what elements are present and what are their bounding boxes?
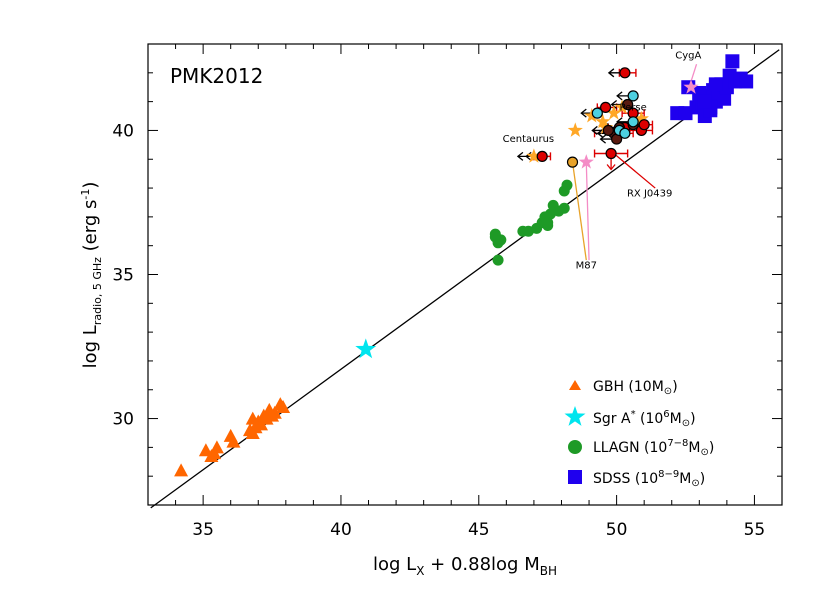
point-star — [355, 338, 377, 359]
point-circle — [522, 225, 534, 237]
annotation-label: M87 — [576, 261, 597, 272]
x-tick-label: 45 — [468, 520, 490, 540]
point-triangle — [245, 425, 260, 439]
callout-line — [571, 162, 587, 261]
legend-label-sgra: Sgr A* (106M⊙) — [593, 409, 696, 429]
point-circle — [605, 147, 617, 160]
point-circle — [544, 208, 556, 220]
y-tick-label: 30 — [112, 410, 134, 430]
legend-marker-star — [564, 406, 586, 426]
point-star — [595, 113, 611, 129]
x-tick-label: 40 — [330, 520, 352, 540]
limit-arrow-head — [616, 91, 623, 101]
x-axis-title-sub2: BH — [540, 564, 557, 578]
limit-arrow-head — [607, 68, 615, 78]
point-star — [567, 122, 583, 137]
y-axis-title-main: log L — [80, 325, 101, 368]
x-tick-label: 55 — [744, 520, 766, 540]
legend-marker-triangle — [569, 380, 581, 390]
point-circle — [638, 119, 650, 131]
point-circle — [591, 107, 603, 119]
x-axis-title-main: log L — [373, 554, 416, 575]
point-circle — [495, 234, 507, 246]
limit-arrow-head — [610, 99, 618, 110]
point-star — [633, 110, 649, 126]
point-square — [739, 74, 754, 89]
x-axis-title: log LX + 0.88log MBH — [373, 554, 557, 578]
x-tick-label: 35 — [192, 520, 214, 540]
point-star — [683, 79, 699, 94]
legend-label-sdss: SDSS (108−9M⊙) — [593, 469, 705, 489]
point-circle — [558, 202, 570, 214]
limit-arrow-head — [591, 125, 598, 135]
point-star — [526, 148, 542, 163]
x-tick-label: 50 — [606, 520, 628, 540]
y-axis-title-sub: radio, 5 GHz — [91, 257, 104, 325]
point-star — [584, 108, 600, 123]
point-circle — [542, 217, 554, 229]
annotation-label: CygA — [675, 50, 701, 61]
point-triangle — [276, 400, 291, 414]
chart-title: PMK2012 — [170, 64, 263, 88]
callout-lines — [571, 63, 698, 261]
axis-ticks: 35 40 45 50 55 30 35 40 — [112, 43, 783, 540]
data-points — [174, 54, 754, 477]
point-circle — [536, 150, 548, 162]
point-circle — [627, 116, 639, 128]
point-triangle — [226, 434, 241, 448]
point-star — [614, 99, 630, 114]
limit-arrow-head — [599, 134, 607, 144]
point-square — [717, 91, 732, 106]
point-star — [606, 105, 622, 120]
point-triangle — [265, 408, 280, 422]
y-axis-title-end: ) — [80, 182, 101, 189]
callout-line — [585, 162, 590, 261]
y-axis-title: log Lradio, 5 GHz (erg s-1) — [79, 182, 104, 369]
legend-marker-square — [568, 470, 582, 484]
legend-marker-circle — [568, 440, 582, 454]
annotation-label: Centaurus — [503, 134, 555, 145]
point-triangle — [174, 463, 189, 477]
legend-label-llagn: LLAGN (107−8M⊙) — [593, 438, 714, 458]
point-circle — [492, 254, 504, 266]
legend-item-sdss: SDSS (108−9M⊙) — [568, 469, 705, 489]
point-circle — [619, 127, 631, 139]
point-star — [578, 154, 594, 169]
y-tick-label: 40 — [112, 121, 134, 141]
point-circle — [627, 90, 639, 102]
point-circle — [566, 156, 579, 168]
point-square — [697, 94, 712, 109]
limit-arrow-head — [580, 108, 587, 118]
legend-item-llagn: LLAGN (107−8M⊙) — [568, 438, 714, 458]
callout-line — [613, 152, 656, 189]
point-triangle — [207, 446, 222, 460]
point-square — [725, 54, 740, 69]
x-axis-title-sub1: X — [416, 564, 424, 578]
y-tick-label: 35 — [112, 266, 134, 286]
point-circle — [561, 179, 573, 191]
limit-arrow-head — [516, 151, 524, 161]
y-axis-title-sup: -1 — [79, 189, 92, 200]
legend-item-sgra: Sgr A* (106M⊙) — [564, 406, 696, 429]
annotation-label: Perse — [619, 102, 646, 113]
legend: GBH (10M⊙) Sgr A* (106M⊙) LLAGN (107−8M⊙… — [564, 379, 714, 489]
annotation-label: RX J0439 — [627, 189, 672, 200]
x-axis-title-mid: + 0.88log M — [424, 554, 539, 575]
limit-arrow-head — [606, 164, 616, 171]
legend-item-gbh: GBH (10M⊙) — [569, 379, 678, 397]
point-circle — [602, 124, 614, 137]
point-square — [708, 77, 723, 92]
callout-line — [690, 63, 698, 82]
legend-label-gbh: GBH (10M⊙) — [593, 379, 678, 397]
point-circle — [619, 67, 631, 79]
y-axis-title-tail: (erg s — [80, 200, 101, 257]
point-circle — [599, 101, 612, 113]
point-circle — [622, 98, 634, 111]
point-square — [678, 106, 693, 121]
